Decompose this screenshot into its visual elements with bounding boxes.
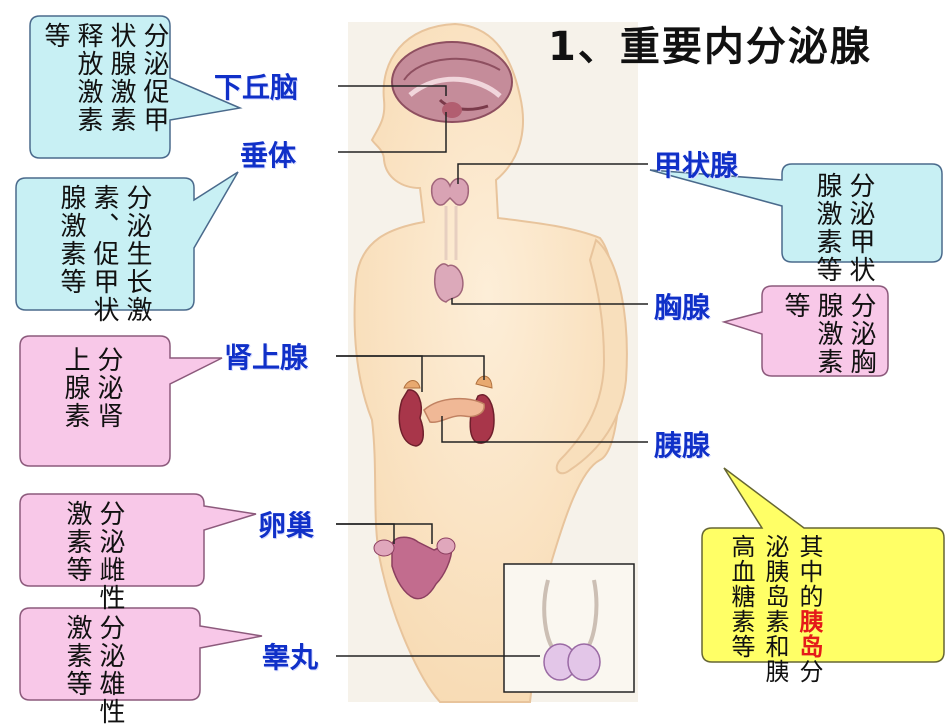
page-title: 1、重要内分泌腺 bbox=[548, 24, 872, 70]
label-thymus: 胸腺 bbox=[654, 291, 711, 324]
bubble-testis-col1: 分泌雄性 bbox=[95, 614, 125, 726]
bubble-pancreas-col1-before: 其中的 bbox=[795, 534, 823, 609]
bubble-pancreas-col1-after: 分 bbox=[795, 659, 823, 684]
bubble-ovary-col2: 激素等 bbox=[62, 500, 92, 584]
label-adrenal: 肾上腺 bbox=[224, 341, 309, 374]
bubble-testis-shape bbox=[19, 607, 263, 701]
label-pancreas: 胰腺 bbox=[654, 429, 711, 462]
bubble-ovary-shape bbox=[19, 493, 257, 587]
bubble-pituitary-shape bbox=[15, 171, 239, 311]
islet-highlight: 胰岛 bbox=[795, 609, 823, 659]
label-testis: 睾丸 bbox=[262, 641, 319, 674]
bubble-thyroid-col1: 分泌甲状 bbox=[845, 172, 875, 284]
label-hypothalamus: 下丘脑 bbox=[214, 71, 299, 104]
thyroid-illustration bbox=[430, 177, 470, 206]
bubble-thymus-shape bbox=[721, 285, 889, 377]
bubble-testis-col2: 激素等 bbox=[62, 614, 92, 698]
bubble-thymus-col2: 腺激素 bbox=[813, 292, 843, 376]
ovary-illustration bbox=[373, 536, 456, 600]
bubble-ovary-text: 分泌雌性 激素等 bbox=[60, 500, 126, 612]
leader-lines bbox=[336, 85, 648, 657]
bubble-hypothalamus-text: 分泌促甲 状腺激素 释放激素 等 bbox=[38, 22, 170, 134]
bubble-thyroid-text: 分泌甲状 腺激素等 bbox=[810, 172, 876, 284]
brain-illustration bbox=[391, 41, 513, 123]
bubble-thymus-col1: 分泌胸 bbox=[846, 292, 876, 376]
bubble-thymus-text: 分泌胸 腺激素 等 bbox=[778, 292, 877, 376]
label-thyroid: 甲状腺 bbox=[654, 149, 739, 182]
bubble-pancreas-shape bbox=[701, 467, 945, 663]
bubble-testis-text: 分泌雄性 激素等 bbox=[60, 614, 126, 726]
bubble-hypothalamus-shape bbox=[29, 15, 243, 159]
bubble-adrenal-col2: 上腺素 bbox=[60, 346, 90, 430]
bubble-pancreas-col1: 其中的胰岛分 bbox=[795, 534, 823, 684]
bubble-pancreas-col2: 泌胰岛素和胰 bbox=[761, 534, 789, 684]
bubble-pituitary-col3: 腺激素等 bbox=[56, 184, 86, 296]
bubble-adrenal-shape bbox=[19, 335, 223, 467]
bubble-hypothalamus-col1: 分泌促甲 bbox=[139, 22, 169, 134]
bubble-pituitary-text: 分泌生长激 素、促甲状 腺激素等 bbox=[54, 184, 153, 324]
bubble-thymus-col3: 等 bbox=[780, 292, 810, 320]
bubble-hypothalamus-col2: 状腺激素 bbox=[106, 22, 136, 134]
bubble-pituitary-col1: 分泌生长激 bbox=[122, 184, 152, 324]
human-body-silhouette bbox=[353, 22, 628, 703]
bubble-hypothalamus-col4: 等 bbox=[40, 22, 70, 50]
bubble-ovary-col1: 分泌雌性 bbox=[95, 500, 125, 612]
kidney-pancreas-illustration bbox=[398, 375, 495, 447]
thymus-illustration bbox=[434, 263, 464, 303]
label-ovary: 卵巢 bbox=[258, 509, 315, 542]
bubble-adrenal-text: 分泌肾 上腺素 bbox=[58, 346, 124, 430]
label-pituitary: 垂体 bbox=[240, 139, 297, 172]
testis-inset bbox=[503, 563, 635, 693]
bubble-pituitary-col2: 素、促甲状 bbox=[89, 184, 119, 324]
bubble-pancreas-col3: 高血糖素等 bbox=[727, 534, 755, 659]
bubble-thyroid-shape bbox=[649, 163, 943, 263]
bubble-hypothalamus-col3: 释放激素 bbox=[73, 22, 103, 134]
bubble-pancreas-text: 其中的胰岛分 泌胰岛素和胰 高血糖素等 bbox=[724, 534, 826, 684]
bubble-adrenal-col1: 分泌肾 bbox=[93, 346, 123, 430]
trachea-illustration bbox=[444, 206, 458, 260]
bubble-thyroid-col2: 腺激素等 bbox=[812, 172, 842, 284]
